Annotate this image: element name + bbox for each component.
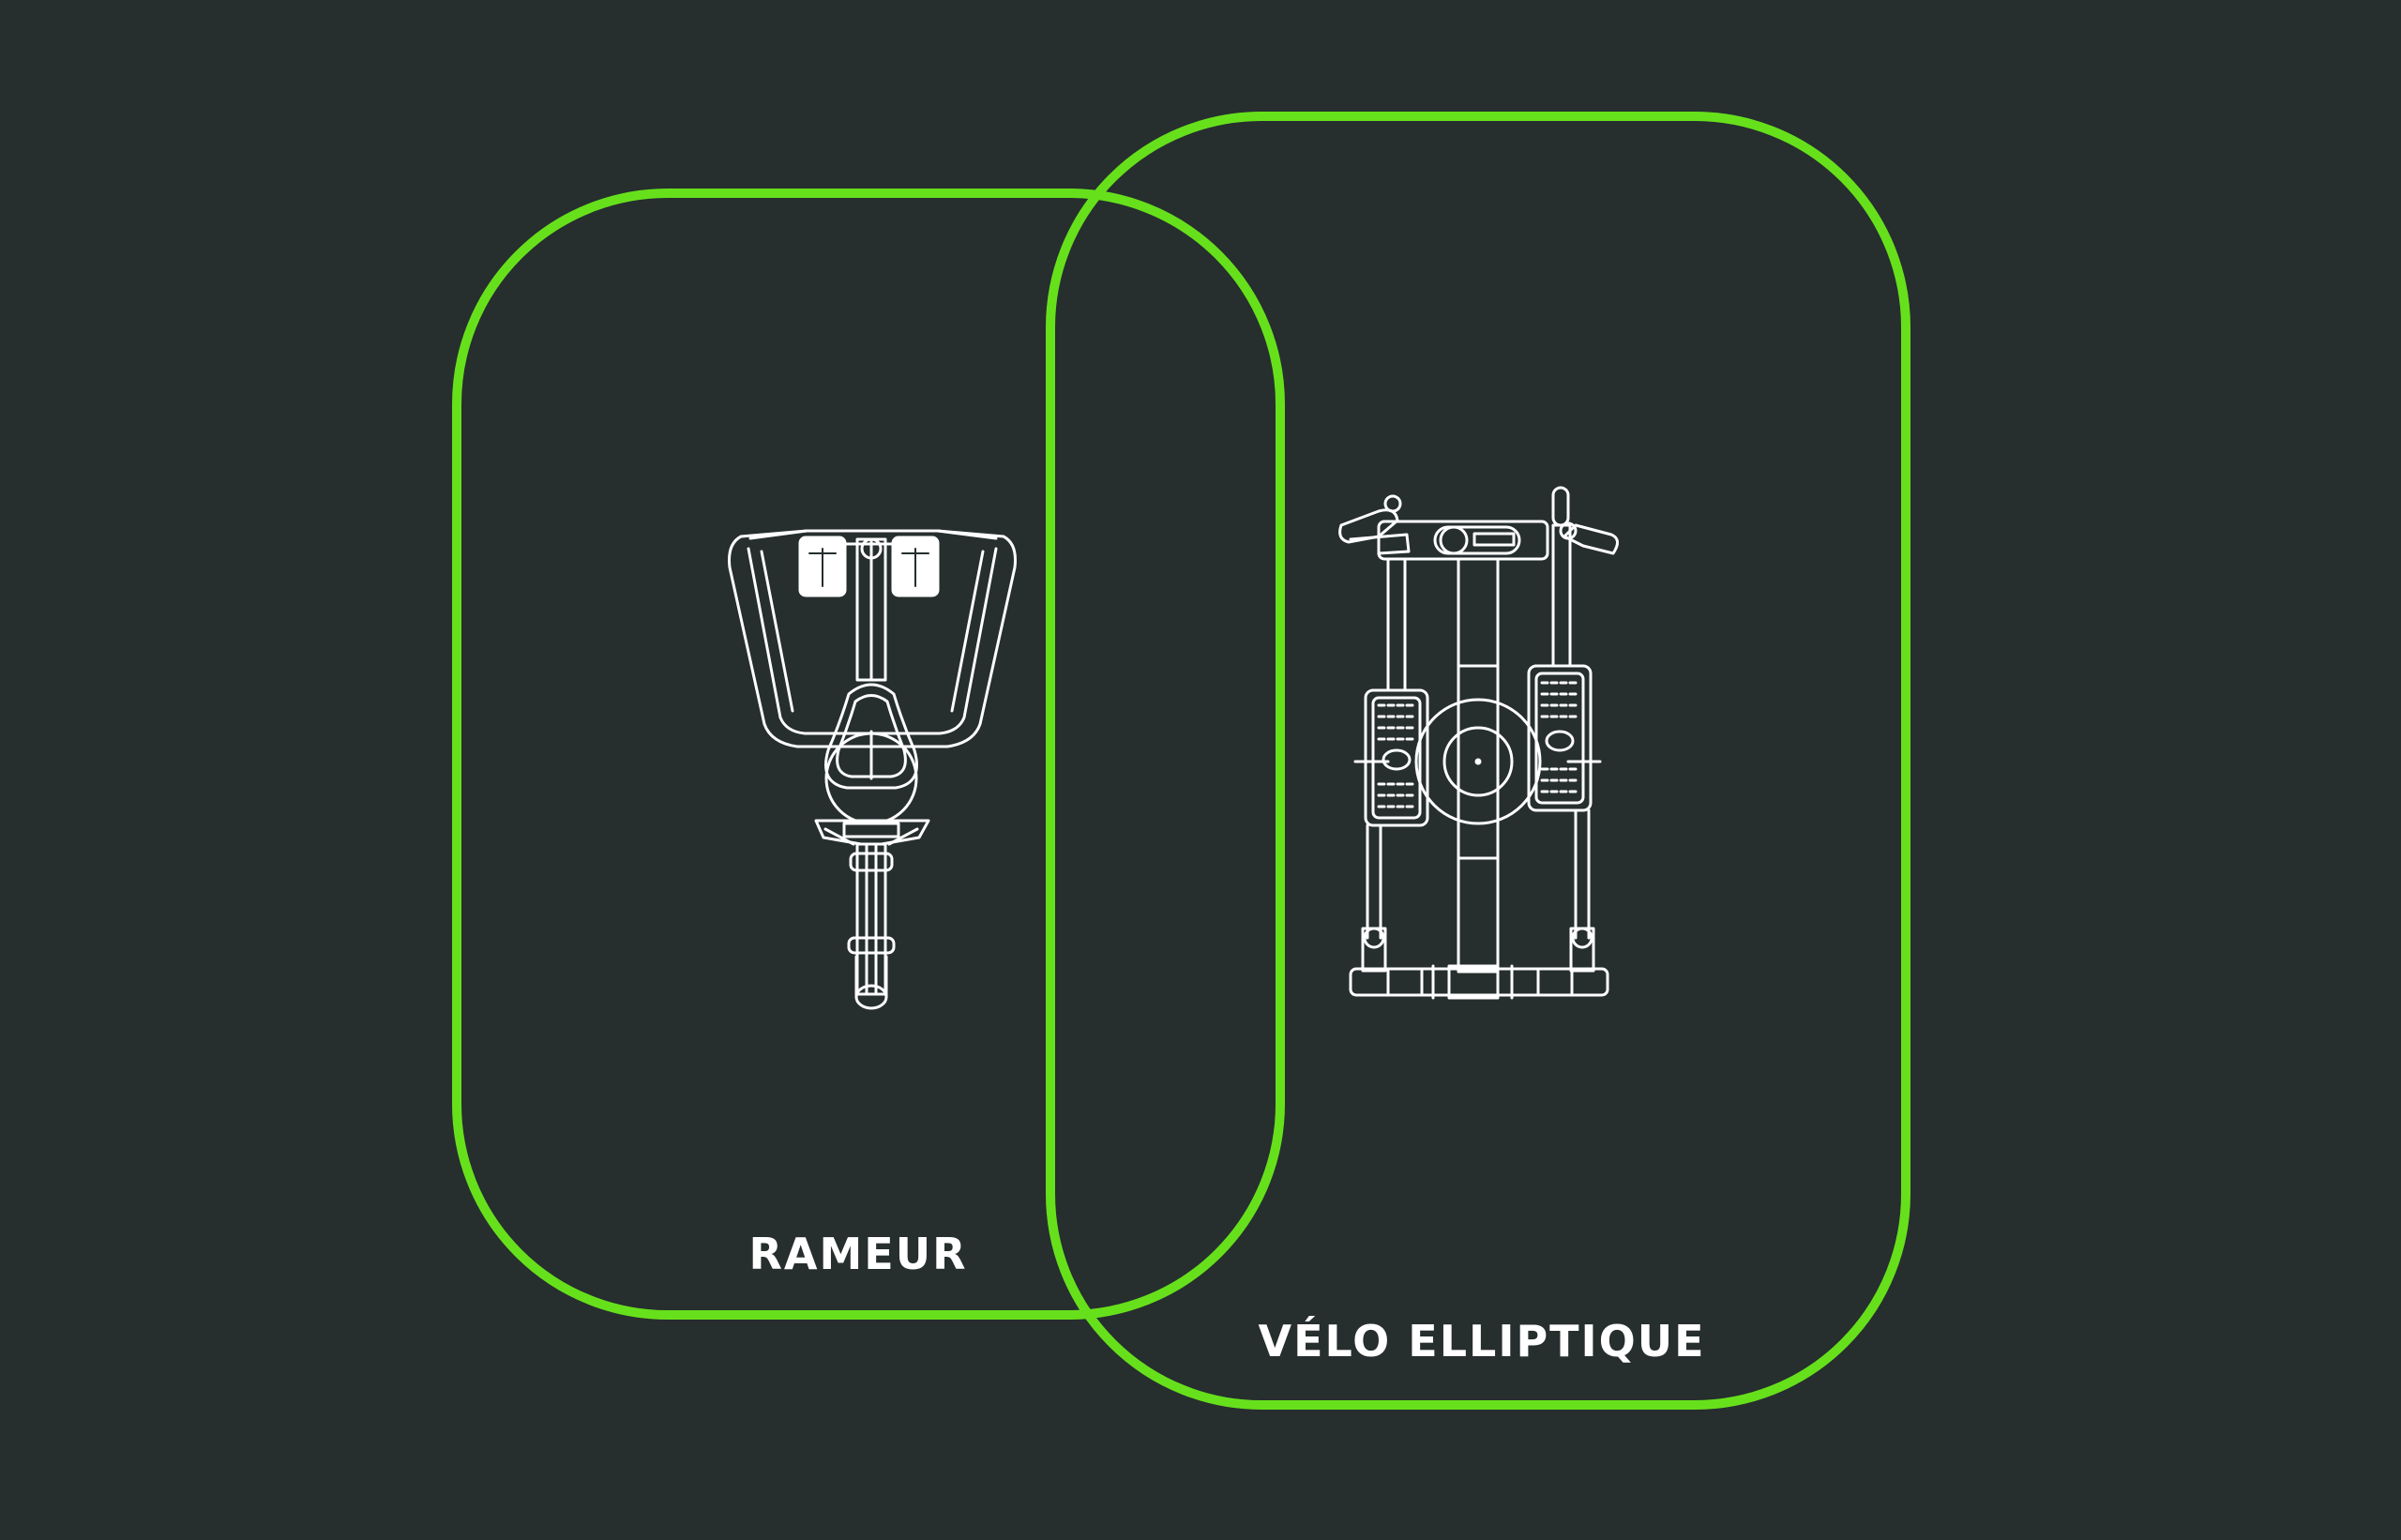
- rameur-card-outline: [452, 189, 1285, 1320]
- rameur-label: RAMEUR: [748, 1229, 968, 1279]
- velo-card-outline: [1046, 112, 1910, 1410]
- rowing-machine-icon: [728, 529, 1017, 1010]
- elliptical-trainer-icon: [1338, 486, 1619, 1000]
- velo-elliptique-label: VÉLO ELLIPTIQUE: [1258, 1316, 1706, 1366]
